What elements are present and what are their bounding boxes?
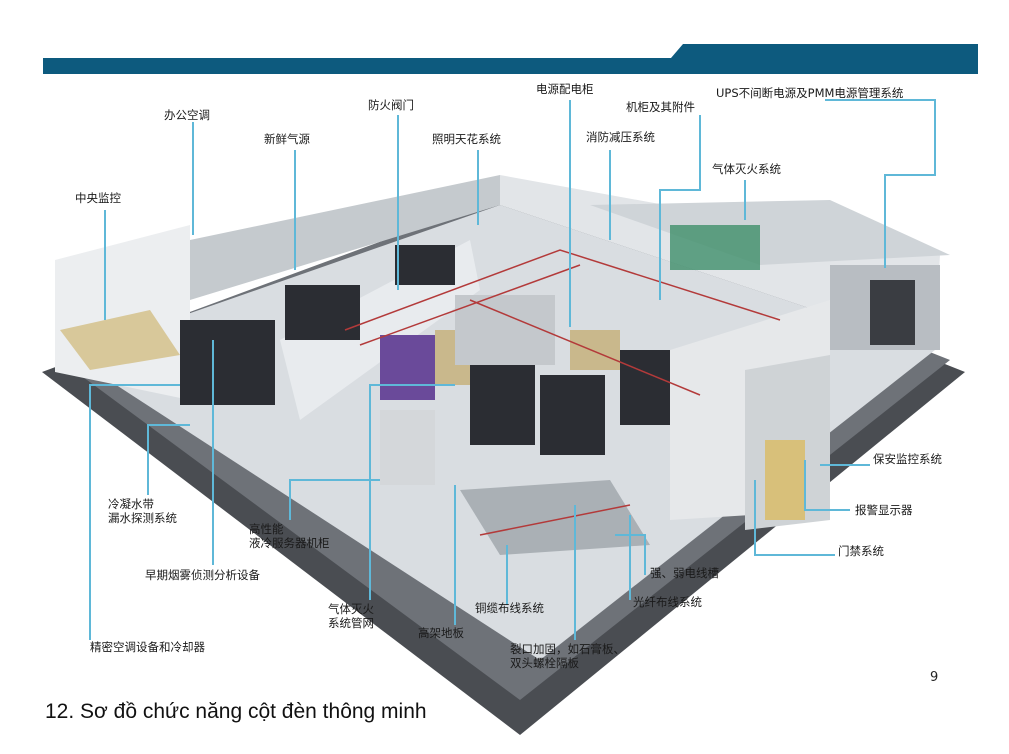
grey-racks [455, 295, 555, 365]
rack-block-5 [540, 375, 605, 455]
leader-hp-server [289, 479, 380, 520]
rack-block-3 [395, 245, 455, 285]
label-fiber: 光纤布线系统 [633, 595, 702, 609]
label-gas-fire: 气体灭火系统 [712, 162, 781, 176]
gas-room-ceiling [590, 200, 950, 265]
label-fire-valve: 防火阀门 [368, 98, 414, 112]
label-hp-server: 高性能 液冷服务器机柜 [249, 522, 330, 550]
cable-tray-area [460, 480, 650, 555]
leader-strong-weak [615, 534, 646, 575]
label-alarm-display: 报警显示器 [855, 503, 913, 517]
label-lighting: 照明天花系统 [432, 132, 501, 146]
leader-access [754, 480, 835, 556]
label-precision-ac: 精密空调设备和冷却器 [90, 640, 205, 654]
label-strong-weak: 强、弱电线槽 [650, 566, 719, 580]
leader-precision-ac [89, 384, 180, 640]
slide-caption: 12. Sơ đồ chức năng cột đèn thông minh [45, 700, 427, 723]
gas-cylinders [670, 225, 760, 270]
label-smoke-detect: 早期烟雾侦测分析设备 [145, 568, 260, 582]
label-gas-pipe: 气体灭火 系统管网 [328, 602, 374, 630]
leader-rack [659, 115, 701, 300]
label-crack-fix: 裂口加固，如石膏板、 双头螺栓隔板 [510, 642, 625, 670]
label-access-control: 门禁系统 [838, 544, 884, 558]
header-band [43, 44, 978, 74]
label-ups: UPS不间断电源及PMM电源管理系统 [716, 86, 904, 100]
label-security: 保安监控系统 [873, 452, 942, 466]
leader-gas-pipe [369, 384, 455, 600]
office-wall [55, 225, 190, 400]
red-cable-routes [344, 249, 781, 536]
label-office-ac: 办公空调 [164, 108, 210, 122]
entrance-door [765, 440, 805, 520]
page-number: 9 [930, 670, 939, 685]
label-fresh-air: 新鲜气源 [264, 132, 310, 146]
rack-block-2 [285, 285, 360, 340]
gas-cabinet [380, 410, 435, 485]
leader-ups [825, 99, 936, 268]
label-copper: 铜缆布线系统 [475, 601, 544, 615]
rack-block-4 [470, 365, 535, 445]
rack-block-1 [180, 320, 275, 405]
leader-lines [89, 99, 936, 640]
ups-unit [870, 280, 915, 345]
label-central-monitor: 中央监控 [75, 191, 121, 205]
label-fire-pressure: 消防减压系统 [586, 130, 655, 144]
label-power-cabinet: 电源配电柜 [536, 82, 594, 96]
back-wall-left [190, 175, 500, 300]
label-raised-floor: 高架地板 [418, 626, 464, 640]
office-desk [60, 310, 180, 370]
label-condensate: 冷凝水带 漏水探测系统 [108, 497, 177, 525]
beige-racks-2 [570, 330, 620, 370]
header-band-shape [43, 44, 978, 74]
label-rack: 机柜及其附件 [626, 100, 695, 114]
purple-racks [380, 335, 435, 400]
leader-alarm [804, 460, 850, 511]
leader-condensate [147, 424, 190, 495]
